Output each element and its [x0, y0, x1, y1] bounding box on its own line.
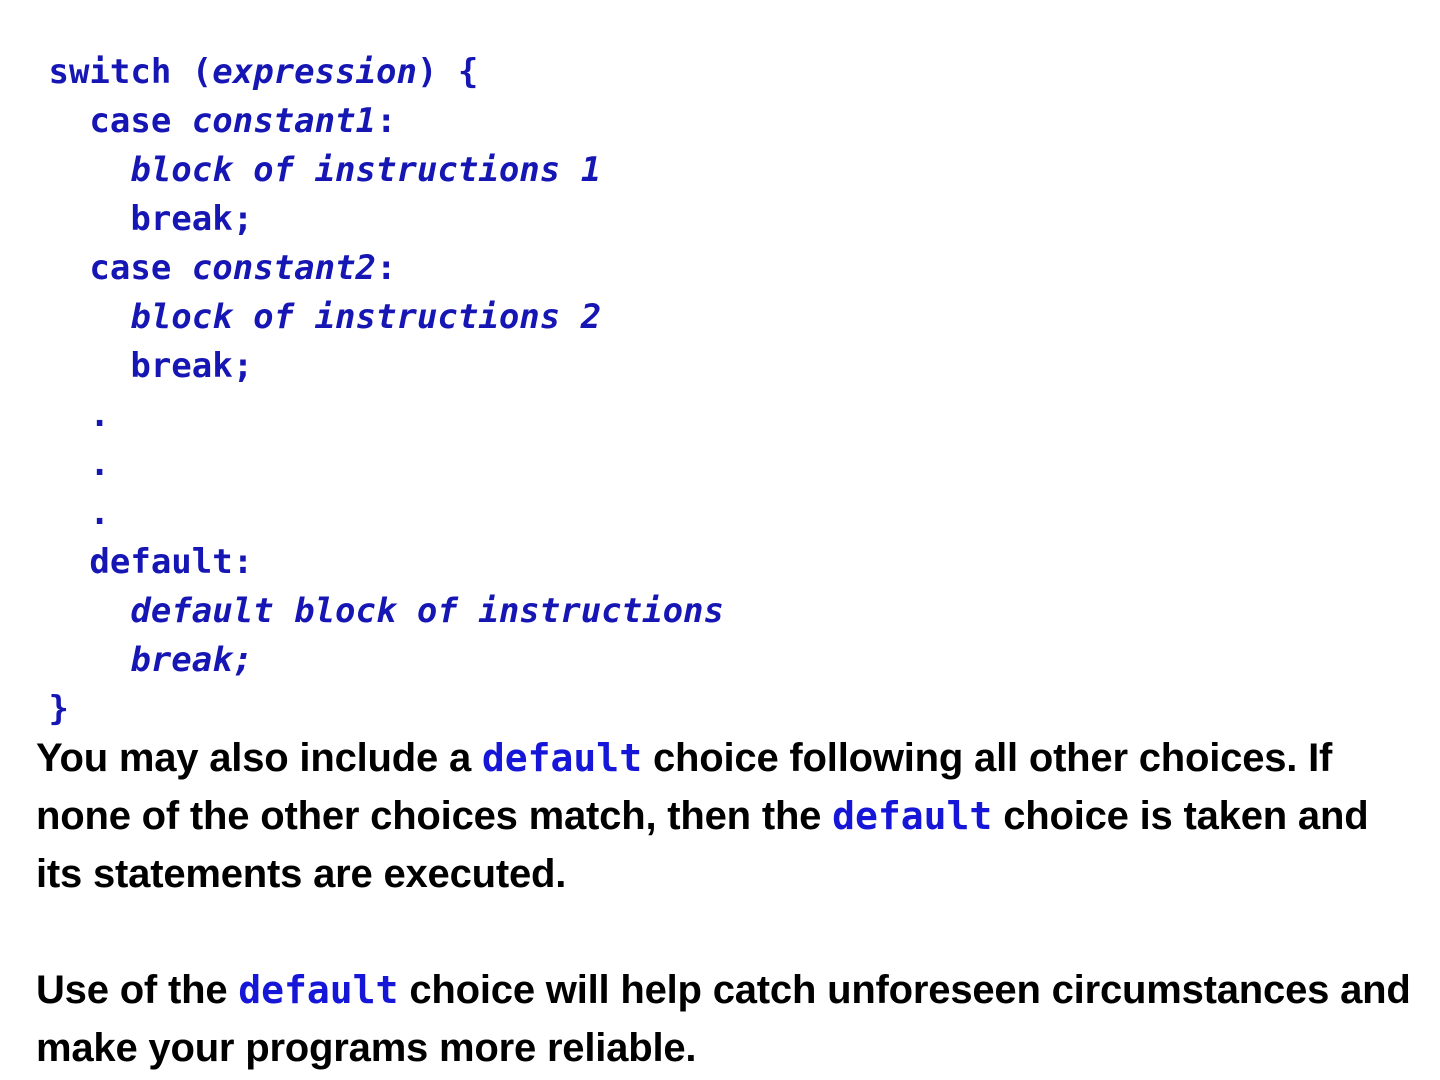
paragraph-text-run: Use of the: [36, 968, 239, 1012]
paragraph-text-run: choice will help catch unforeseen circum…: [36, 968, 1411, 1070]
paragraph-default-choice: You may also include a default choice fo…: [36, 729, 1416, 903]
code-line: case constant1:: [28, 97, 1418, 146]
code-token: }: [48, 689, 69, 729]
paragraph-text-run: choice following all other choices. If n…: [36, 736, 1333, 838]
paragraph-default-benefit: Use of the default choice will help catc…: [36, 961, 1416, 1077]
code-block-switch-syntax: switch (expression) { case constant1: bl…: [28, 48, 1418, 734]
paragraph-text-run: You may also include a: [36, 736, 482, 780]
code-line: .: [28, 440, 1418, 489]
paragraph-text-run: choice is taken and its statements are e…: [36, 794, 1369, 896]
inline-code-keyword: default: [238, 968, 399, 1012]
code-line: case constant2:: [28, 244, 1418, 293]
code-line: break;: [28, 195, 1418, 244]
inline-code-keyword: default: [832, 794, 993, 838]
code-token: expression: [212, 52, 417, 92]
code-token: default:: [89, 542, 254, 582]
code-token: :: [376, 248, 397, 288]
code-token: case: [89, 101, 192, 141]
code-line: .: [28, 489, 1418, 538]
code-token: .: [89, 395, 110, 435]
code-token: :: [376, 101, 397, 141]
code-token: constant2: [191, 248, 377, 288]
code-line: }: [28, 685, 1418, 734]
code-token: ) {: [416, 52, 479, 92]
code-token: break;: [130, 199, 254, 239]
code-line: block of instructions 2: [28, 293, 1418, 342]
code-line: switch (expression) {: [28, 48, 1418, 97]
code-token: .: [89, 493, 110, 533]
code-line: block of instructions 1: [28, 146, 1418, 195]
code-token: block of instructions 1: [130, 150, 602, 190]
code-token: constant1: [191, 101, 377, 141]
code-token: default block of instructions: [130, 591, 724, 631]
code-line: default block of instructions: [28, 587, 1418, 636]
code-line: break;: [28, 342, 1418, 391]
code-line: .: [28, 391, 1418, 440]
code-token: break;: [130, 640, 254, 680]
code-token: .: [89, 444, 110, 484]
code-line: default:: [28, 538, 1418, 587]
code-line: break;: [28, 636, 1418, 685]
inline-code-keyword: default: [481, 736, 643, 780]
code-token: case: [89, 248, 192, 288]
code-token: switch (: [48, 52, 213, 92]
code-token: block of instructions 2: [130, 297, 602, 337]
code-token: break;: [130, 346, 254, 386]
